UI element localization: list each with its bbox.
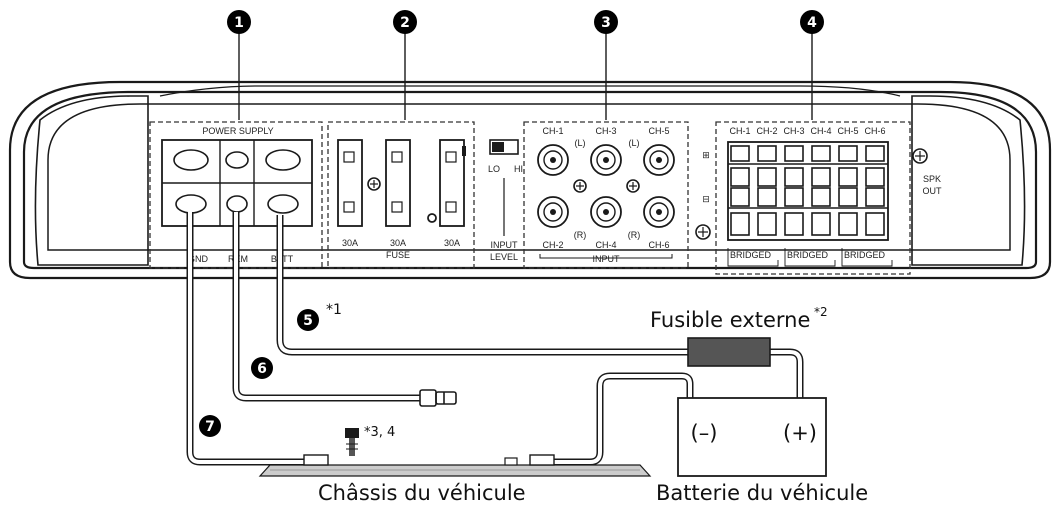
screw-icon — [695, 224, 711, 240]
input-level-lo: LO — [488, 164, 500, 174]
callout-4: 4 — [800, 10, 824, 120]
amplifier-end-cap-left — [34, 95, 149, 266]
callout-2: 2 — [393, 10, 417, 120]
rca-label-ch5: CH-5 — [648, 126, 669, 136]
rca-label-ch2: CH-2 — [542, 240, 563, 250]
callout-6: 6 — [251, 357, 273, 379]
screw-icon — [573, 179, 587, 193]
battery-minus-label: (–) — [691, 421, 718, 445]
ground-note: *3, 4 — [364, 425, 395, 440]
external-fuse-note: *2 — [814, 305, 828, 319]
rca-label-ch4: CH-4 — [595, 240, 616, 250]
screw-icon — [367, 177, 381, 191]
fuse-2-rating: 30A — [390, 238, 406, 248]
rca-label-ch6: CH-6 — [648, 240, 669, 250]
callout-2-number: 2 — [400, 15, 410, 31]
spk-label-ch1: CH-1 — [729, 126, 750, 136]
rca-jack-ch4 — [590, 196, 622, 228]
callout-4-number: 4 — [807, 15, 817, 31]
bridged-label-3: BRIDGED — [844, 250, 886, 260]
spk-label-ch2: CH-2 — [756, 126, 777, 136]
amplifier-body — [8, 80, 1052, 280]
fuse-to-battery-wire — [770, 348, 804, 398]
battery-plus-label: (+) — [783, 421, 817, 445]
bridged-label-1: BRIDGED — [730, 250, 772, 260]
fuse-section: 30A 30A 30A FUSE — [327, 121, 475, 269]
spk-label-ch4: CH-4 — [810, 126, 831, 136]
rca-right-mark-2: (R) — [628, 230, 641, 240]
mount-hole-icon — [427, 213, 437, 223]
callout-1-number: 1 — [234, 15, 244, 31]
input-level-hi: HI — [514, 164, 523, 174]
battery-ground-wire — [530, 372, 694, 466]
bridged-label-2: BRIDGED — [787, 250, 829, 260]
rca-right-mark-1: (R) — [574, 230, 587, 240]
spk-out-label-1: SPK — [923, 174, 941, 184]
gnd-terminal-top — [173, 149, 209, 171]
remote-connector — [419, 389, 457, 407]
input-level-label-2: LEVEL — [490, 252, 518, 262]
battery-label: Batterie du véhicule — [656, 481, 868, 505]
screw-icon — [626, 179, 640, 193]
spk-label-ch3: CH-3 — [783, 126, 804, 136]
rca-left-mark-2: (L) — [629, 138, 640, 148]
rca-input-group-label: INPUT — [593, 254, 621, 264]
rca-jack-ch3 — [590, 144, 622, 176]
batt-terminal-top — [265, 149, 301, 171]
wiring — [186, 212, 804, 466]
rca-jack-ch5 — [643, 144, 675, 176]
spk-minus-mark: ⊟ — [702, 194, 710, 204]
gnd-label: GND — [188, 254, 209, 264]
fuse-1-rating: 30A — [342, 238, 358, 248]
fuse-1 — [337, 139, 363, 227]
spk-plus-mark: ⊞ — [702, 150, 710, 160]
rca-left-mark-1: (L) — [575, 138, 586, 148]
batt-terminal-screw — [267, 194, 299, 214]
screw-icon — [912, 148, 928, 164]
callout-1: 1 — [227, 10, 251, 120]
input-level-switch: LO HI INPUT LEVEL — [488, 139, 523, 262]
rca-jack-ch2 — [537, 196, 569, 228]
vehicle-battery: (–) (+) — [677, 397, 827, 477]
rca-label-ch1: CH-1 — [542, 126, 563, 136]
speaker-output-section: CH-1 CH-2 CH-3 CH-4 CH-5 CH-6 ⊞ ⊟ BRIDGE… — [702, 121, 911, 275]
fuse-3 — [439, 139, 466, 227]
external-fuse-label: Fusible externe — [650, 308, 810, 332]
callout-5: 5 *1 — [297, 302, 342, 331]
callout-3: 3 — [594, 10, 618, 120]
rem-terminal-top — [225, 151, 249, 169]
callout-5-number: 5 — [303, 313, 313, 329]
rca-jack-ch6 — [643, 196, 675, 228]
vehicle-chassis — [258, 428, 652, 477]
fuse-3-rating: 30A — [444, 238, 460, 248]
fuse-label: FUSE — [386, 250, 410, 260]
rca-label-ch3: CH-3 — [595, 126, 616, 136]
chassis-label: Châssis du véhicule — [318, 481, 526, 505]
fuse-2 — [385, 139, 411, 227]
spk-out-label-2: OUT — [923, 186, 943, 196]
input-level-label-1: INPUT — [491, 240, 519, 250]
callout-6-number: 6 — [257, 361, 267, 377]
note-1: *1 — [326, 302, 342, 318]
spk-label-ch6: CH-6 — [864, 126, 885, 136]
callout-7-number: 7 — [205, 419, 215, 435]
gnd-terminal-screw — [175, 194, 207, 214]
amplifier-end-cap-right — [911, 95, 1026, 266]
callout-3-number: 3 — [601, 15, 611, 31]
speaker-terminal-grid — [727, 141, 889, 241]
rca-input-section: CH-1 CH-3 CH-5 (L) (L) (R) (R) CH-2 CH-4… — [523, 121, 689, 269]
callout-7: 7 — [199, 415, 221, 437]
spk-label-ch5: CH-5 — [837, 126, 858, 136]
power-supply-title: POWER SUPPLY — [202, 126, 273, 136]
external-fuse — [687, 337, 771, 367]
rca-jack-ch1 — [537, 144, 569, 176]
ground-bolt-icon — [345, 428, 359, 456]
rem-terminal-screw — [226, 195, 248, 213]
